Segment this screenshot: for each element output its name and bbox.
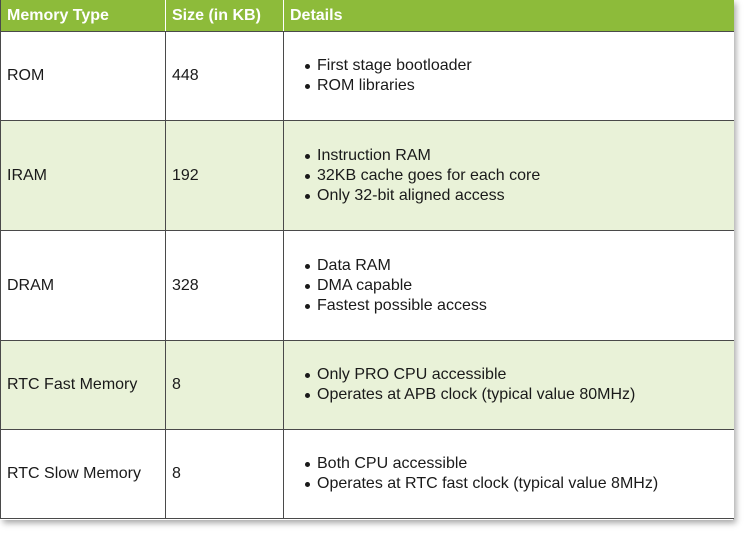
details-list: First stage bootloader ROM libraries [302, 56, 728, 96]
table-row: IRAM 192 Instruction RAM 32KB cache goes… [0, 120, 734, 231]
list-item: Operates at APB clock (typical value 80M… [302, 385, 728, 405]
header-size: Size (in KB) [165, 0, 284, 32]
header-memory-type: Memory Type [0, 0, 166, 32]
memory-table-container: Memory Type Size (in KB) Details ROM 448… [0, 0, 734, 520]
list-item: DMA capable [302, 276, 728, 296]
details-cell: Instruction RAM 32KB cache goes for each… [283, 120, 734, 231]
list-item: Both CPU accessible [302, 454, 728, 474]
size-cell: 448 [165, 31, 284, 121]
size-cell: 192 [165, 120, 284, 231]
table-row: ROM 448 First stage bootloader ROM libra… [0, 31, 734, 121]
list-item: Fastest possible access [302, 296, 728, 316]
list-item: First stage bootloader [302, 56, 728, 76]
list-item: ROM libraries [302, 76, 728, 96]
details-list: Data RAM DMA capable Fastest possible ac… [302, 256, 728, 316]
details-list: Only PRO CPU accessible Operates at APB … [302, 365, 728, 405]
size-cell: 328 [165, 230, 284, 341]
details-cell: Only PRO CPU accessible Operates at APB … [283, 340, 734, 430]
details-cell: Data RAM DMA capable Fastest possible ac… [283, 230, 734, 341]
header-details: Details [283, 0, 734, 32]
list-item: Operates at RTC fast clock (typical valu… [302, 474, 728, 494]
details-cell: First stage bootloader ROM libraries [283, 31, 734, 121]
memory-table: Memory Type Size (in KB) Details ROM 448… [0, 0, 734, 519]
table-row: DRAM 328 Data RAM DMA capable Fastest po… [0, 230, 734, 341]
table-row: RTC Fast Memory 8 Only PRO CPU accessibl… [0, 340, 734, 430]
header-row: Memory Type Size (in KB) Details [0, 0, 734, 32]
list-item: Instruction RAM [302, 146, 728, 166]
details-list: Instruction RAM 32KB cache goes for each… [302, 146, 728, 206]
list-item: 32KB cache goes for each core [302, 166, 728, 186]
list-item: Only 32-bit aligned access [302, 186, 728, 206]
memory-type-cell: IRAM [0, 120, 166, 231]
memory-type-cell: ROM [0, 31, 166, 121]
memory-type-cell: RTC Fast Memory [0, 340, 166, 430]
details-list: Both CPU accessible Operates at RTC fast… [302, 454, 728, 494]
table-row: RTC Slow Memory 8 Both CPU accessible Op… [0, 429, 734, 519]
memory-type-cell: RTC Slow Memory [0, 429, 166, 519]
details-cell: Both CPU accessible Operates at RTC fast… [283, 429, 734, 519]
memory-type-cell: DRAM [0, 230, 166, 341]
size-cell: 8 [165, 429, 284, 519]
list-item: Data RAM [302, 256, 728, 276]
list-item: Only PRO CPU accessible [302, 365, 728, 385]
size-cell: 8 [165, 340, 284, 430]
